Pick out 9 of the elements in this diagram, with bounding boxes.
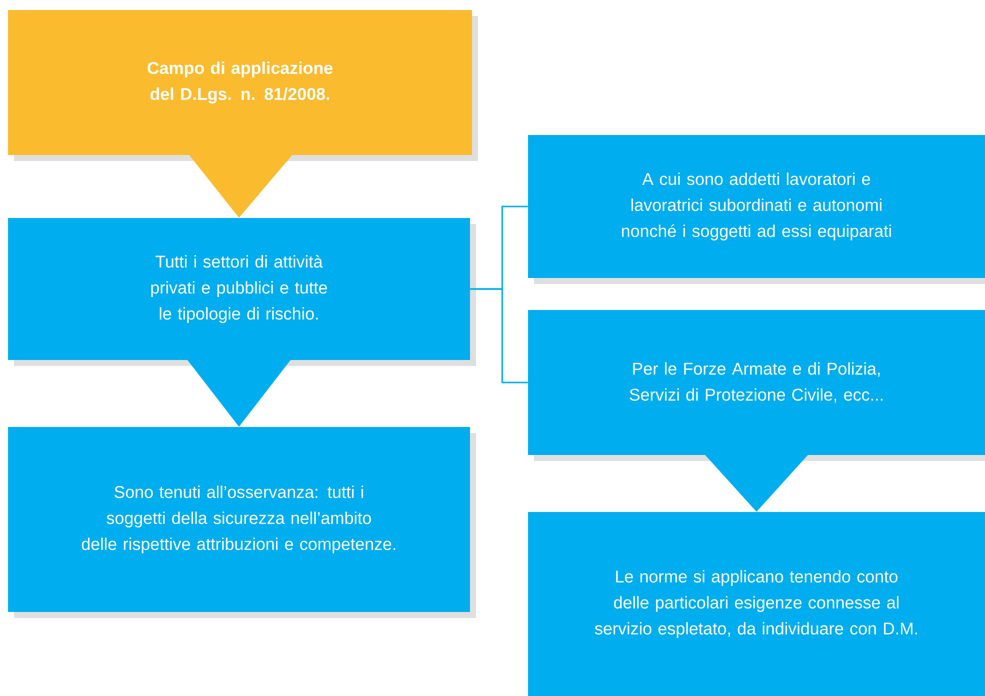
arrow bbox=[186, 358, 292, 427]
process-box: Campo di applicazione del D.Lgs. n. 81/2008. bbox=[8, 10, 478, 161]
process-box: Tutti i settori di attività privati e pubblici e tutte le tipologie di rischio. bbox=[8, 218, 476, 366]
process-box: Per le Forze Armate e di Polizia, Servizi di Protezione Civile, ecc... bbox=[528, 310, 985, 461]
connector-line bbox=[470, 288, 528, 384]
arrow bbox=[704, 454, 809, 512]
process-box: Sono tenuti all’osservanza: tutti i soggetti della sicurezza nell’ambito delle rispettive attribuzioni e competenze. bbox=[8, 427, 476, 618]
arrow bbox=[188, 152, 292, 218]
process-box: A cui sono addetti lavoratori e lavoratrici subordinati e autonomi nonché i soggetti ad essi equiparati bbox=[528, 135, 985, 284]
